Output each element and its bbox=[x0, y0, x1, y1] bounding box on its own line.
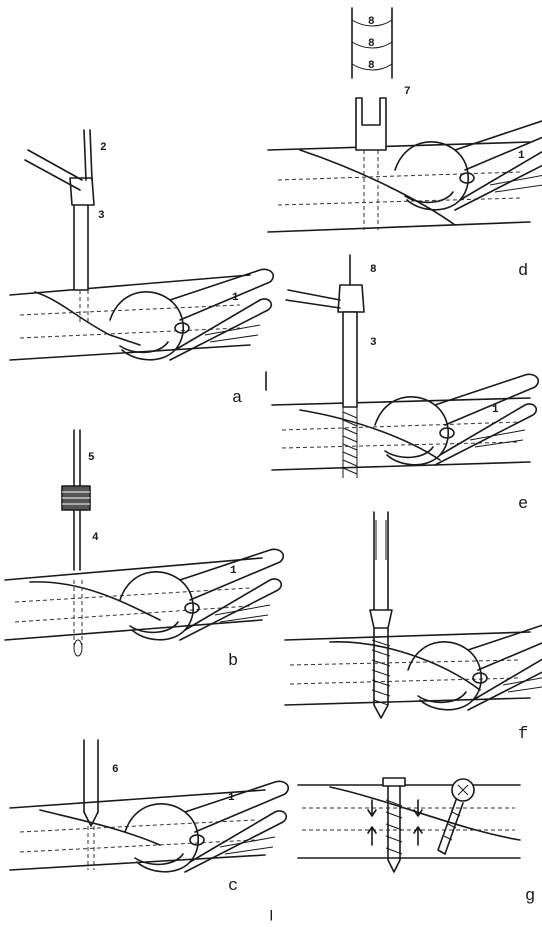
panel-d: 8 8 8 7 1 d bbox=[268, 8, 542, 281]
gauge-mark: 8 bbox=[368, 60, 375, 72]
label-1: 1 bbox=[230, 565, 237, 577]
panel-letter-d: d bbox=[518, 262, 528, 281]
label-6: 6 bbox=[112, 764, 119, 776]
panel-b: 5 4 1 b bbox=[5, 430, 283, 671]
panel-c: 6 1 c bbox=[10, 740, 288, 896]
gauge-mark: 8 bbox=[368, 16, 375, 28]
label-2: 2 bbox=[100, 142, 107, 154]
label-8: 8 bbox=[370, 264, 377, 276]
panel-f: f bbox=[285, 512, 542, 744]
label-3: 3 bbox=[98, 210, 105, 222]
panel-letter-f: f bbox=[518, 725, 528, 744]
label-5: 5 bbox=[88, 452, 95, 464]
panel-g: g bbox=[298, 778, 535, 906]
panel-letter-c: c bbox=[228, 877, 238, 896]
gauge-mark: 8 bbox=[368, 38, 375, 50]
label-1: 1 bbox=[228, 792, 235, 804]
panel-a: 2 3 1 a bbox=[10, 130, 273, 408]
label-1: 1 bbox=[518, 150, 525, 162]
label-4: 4 bbox=[92, 532, 99, 544]
panel-letter-b: b bbox=[228, 652, 238, 671]
label-7: 7 bbox=[404, 86, 411, 98]
footer-mark: | bbox=[268, 910, 275, 922]
panel-letter-e: e bbox=[518, 495, 528, 514]
panel-e: 8 3 1 e bbox=[266, 255, 538, 514]
panel-letter-g: g bbox=[525, 887, 535, 906]
panel-letter-a: a bbox=[232, 389, 242, 408]
label-1: 1 bbox=[492, 404, 499, 416]
label-3: 3 bbox=[370, 337, 377, 349]
label-1: 1 bbox=[232, 292, 239, 304]
